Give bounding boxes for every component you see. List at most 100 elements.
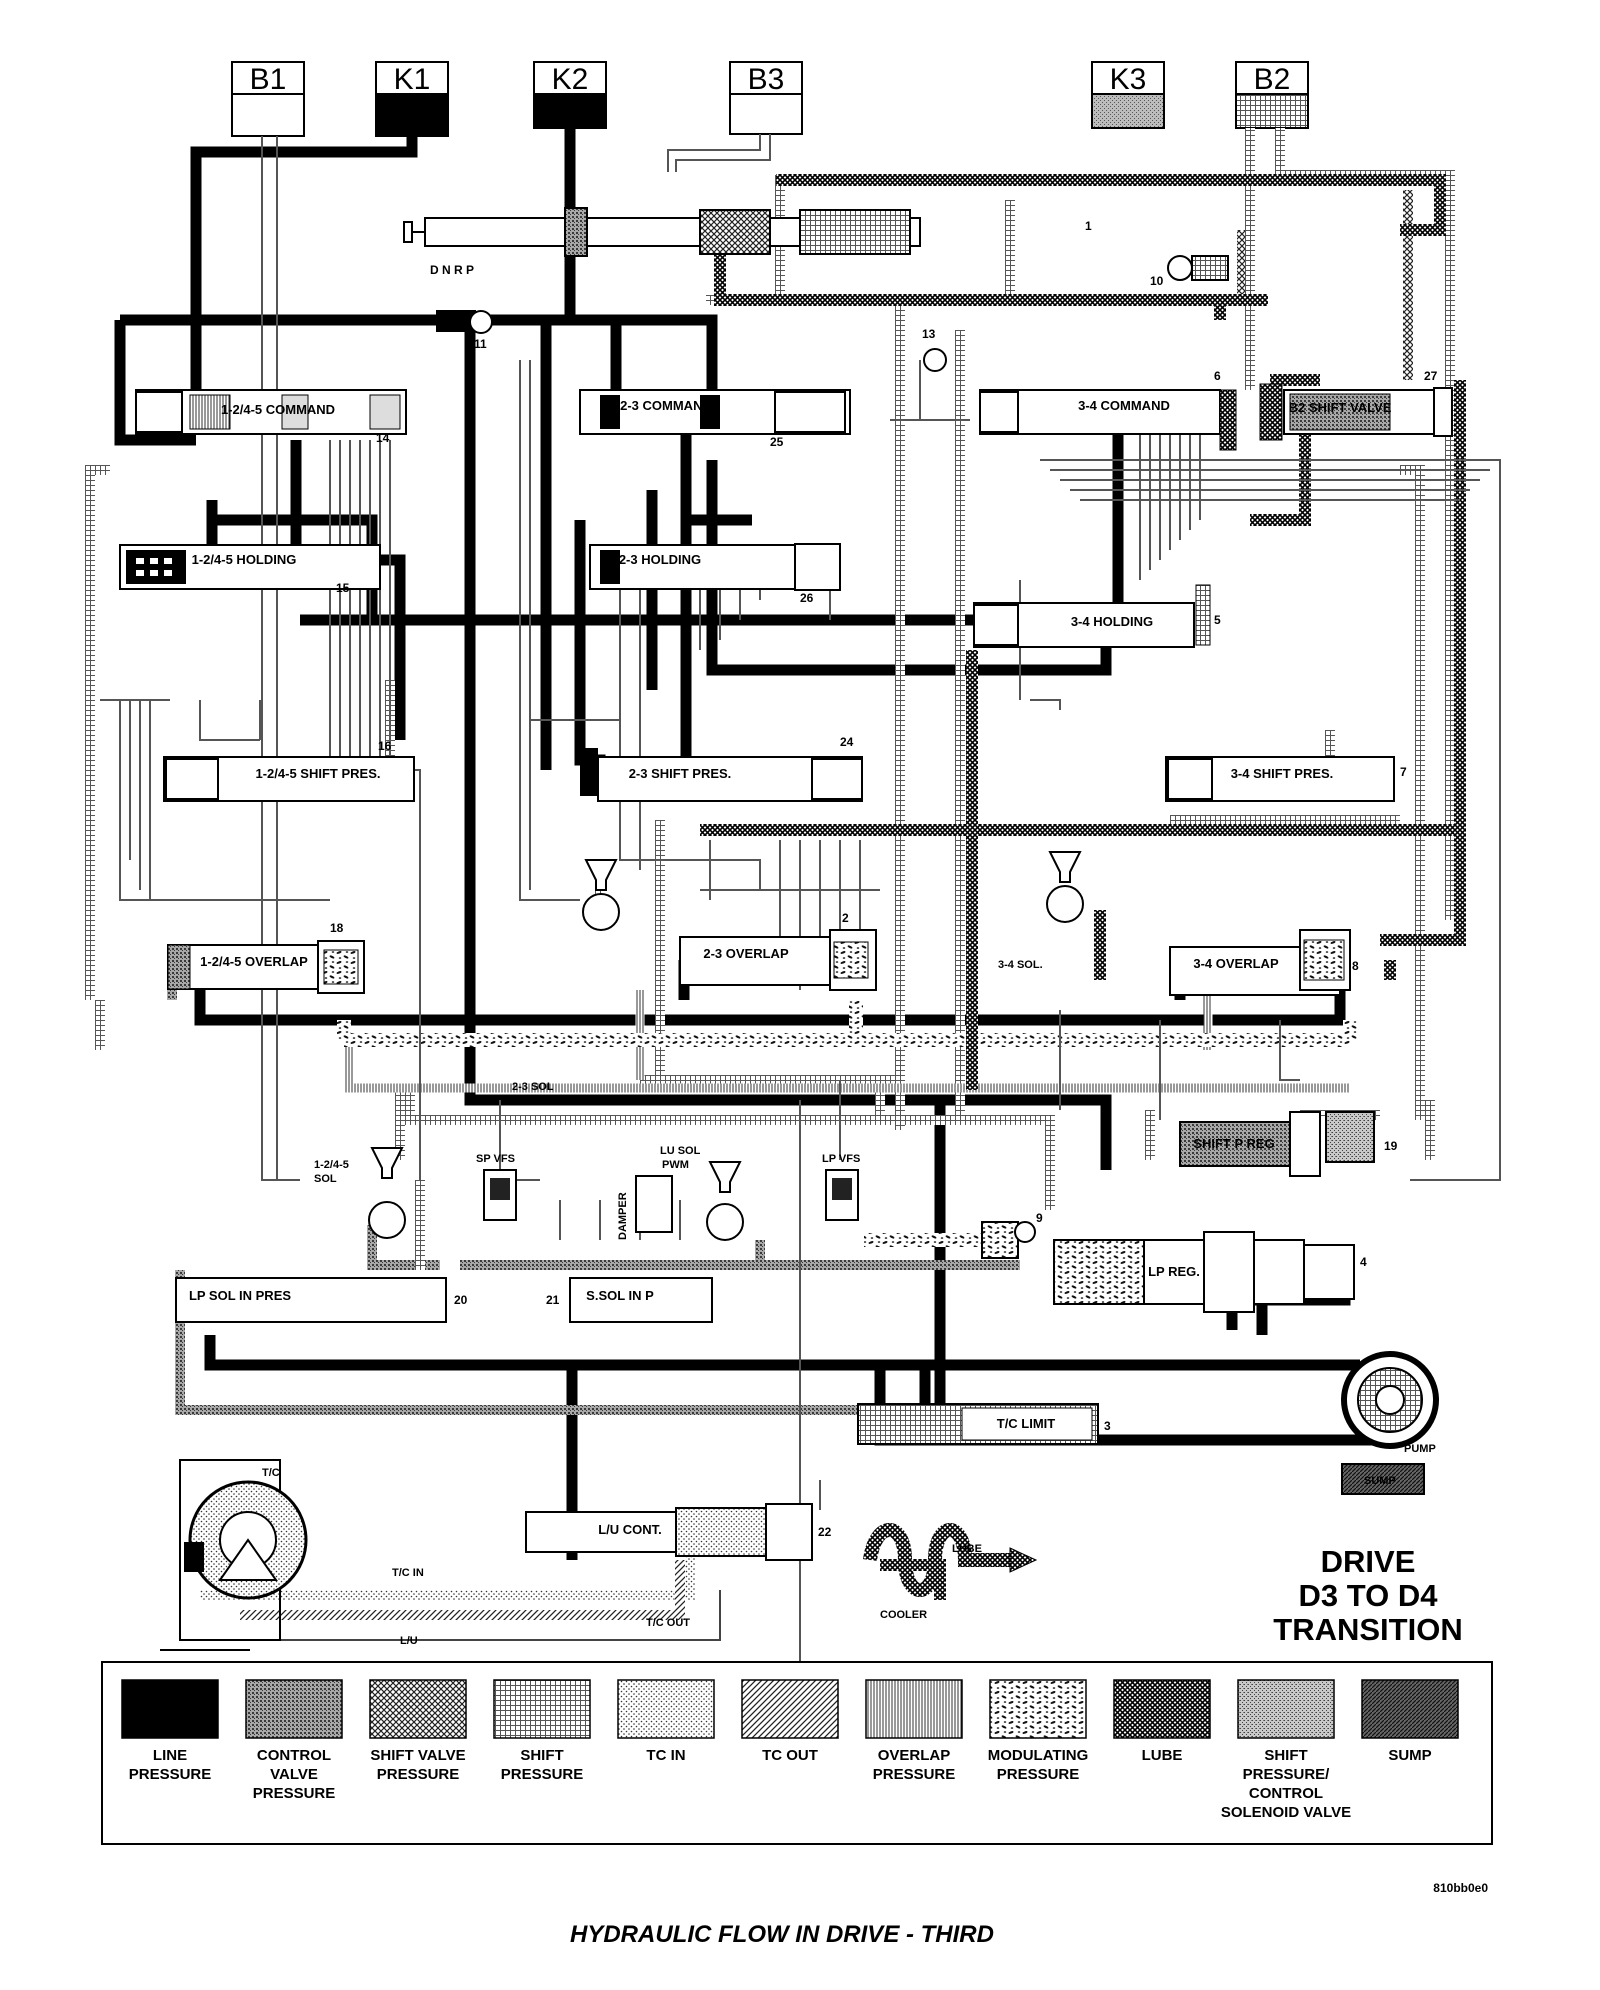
valve-1245-holding: 1-2/4-5 HOLDING xyxy=(119,544,381,590)
legend-swatch-shift xyxy=(493,1679,591,1739)
num-16: 16 xyxy=(378,739,392,753)
valve-34-command: 3-4 COMMAND xyxy=(979,389,1237,451)
label-pump: PUMP xyxy=(1404,1443,1436,1455)
damper xyxy=(635,1175,673,1233)
valve-1245-overlap: 1-2/4-5 OVERLAP xyxy=(167,940,365,994)
valve-34-overlap: 3-4 OVERLAP xyxy=(1169,929,1351,996)
clutch-b1: B1 xyxy=(231,61,305,137)
figure-code: 810bb0e0 xyxy=(1433,1881,1488,1895)
clutch-k2: K2 xyxy=(533,61,607,129)
valve-s-sol-in: S.SOL IN P xyxy=(569,1277,713,1323)
label-lu-sol-b: PWM xyxy=(662,1159,689,1171)
solenoid-23 xyxy=(582,859,620,931)
num-25: 25 xyxy=(770,435,784,449)
valve-s-sol-in-label: S.SOL IN P xyxy=(586,1288,654,1303)
label-tc-out: T/C OUT xyxy=(646,1617,690,1629)
line-pressure-passages xyxy=(114,128,1386,1560)
valve-lu-cont-label: L/U CONT. xyxy=(598,1522,662,1537)
valve-23-command: 2-3 COMMAND xyxy=(579,389,851,435)
figure-caption: HYDRAULIC FLOW IN DRIVE - THIRD xyxy=(570,1921,994,1948)
num-6: 6 xyxy=(1214,369,1221,383)
legend-label-overlap: OVERLAP xyxy=(878,1747,951,1764)
valve-1245-shift-pres: 1-2/4-5 SHIFT PRES. xyxy=(163,756,415,802)
title-line3: TRANSITION xyxy=(1273,1612,1462,1647)
num-11: 11 xyxy=(474,337,487,351)
valve-23-overlap: 2-3 OVERLAP xyxy=(679,929,877,991)
diagram-labels: 2-3 SOL 3-4 SOL. 1-2/4-5 SOL SP VFS LU S… xyxy=(262,219,1438,1647)
clutch-boxes: B1 K1 K2 B3 K3 B2 xyxy=(231,61,1309,137)
valve-lu-cont: L/U CONT. xyxy=(525,1503,813,1561)
clutch-k2-label: K2 xyxy=(552,63,589,96)
label-23-sol: 2-3 SOL xyxy=(512,1081,554,1093)
num-22: 22 xyxy=(818,1525,832,1539)
valve-tc-limit-label: T/C LIMIT xyxy=(997,1416,1056,1431)
solenoid-sp-vfs xyxy=(483,1169,517,1221)
pump xyxy=(1341,1351,1439,1495)
num-26: 26 xyxy=(800,591,814,605)
valve-34-overlap-label: 3-4 OVERLAP xyxy=(1193,956,1279,971)
label-tc: T/C xyxy=(262,1467,280,1479)
valve-1245-command: 1-2/4-5 COMMAND xyxy=(135,389,407,435)
num-5: 5 xyxy=(1214,613,1221,627)
valve-23-overlap-label: 2-3 OVERLAP xyxy=(703,946,789,961)
valve-34-command-label: 3-4 COMMAND xyxy=(1078,398,1170,413)
diagram-title: DRIVE D3 TO D4 TRANSITION xyxy=(1273,1544,1462,1647)
clutch-b3-label: B3 xyxy=(748,63,785,96)
legend-label-overlap: PRESSURE xyxy=(873,1766,956,1783)
title-line2: D3 TO D4 xyxy=(1299,1578,1439,1613)
legend-swatch-sump xyxy=(1361,1679,1459,1739)
label-lu: L/U xyxy=(400,1635,418,1647)
legend-label-control: PRESSURE xyxy=(253,1785,336,1802)
legend-swatch-overlap xyxy=(865,1679,963,1739)
num-8: 8 xyxy=(1352,959,1359,973)
clutch-k1-label: K1 xyxy=(394,63,431,96)
legend-label-spcs: SHIFT xyxy=(1264,1747,1307,1764)
valve-lp-reg-label: LP REG. xyxy=(1148,1264,1200,1279)
valve-b2-shift: B2 SHIFT VALVE xyxy=(1259,383,1453,441)
label-damper: DAMPER xyxy=(617,1192,629,1240)
label-34-sol: 3-4 SOL. xyxy=(998,959,1043,971)
label-lp-vfs: LP VFS xyxy=(822,1153,860,1165)
legend-label-control: CONTROL xyxy=(257,1747,331,1764)
legend-swatch-modulating xyxy=(989,1679,1087,1739)
check-ball-9 xyxy=(981,1221,1036,1259)
label-sp-vfs: SP VFS xyxy=(476,1153,515,1165)
num-10: 10 xyxy=(1150,274,1164,288)
clutch-b2: B2 xyxy=(1235,61,1309,129)
title-line1: DRIVE xyxy=(1321,1544,1416,1579)
legend-swatch-tcout xyxy=(741,1679,839,1739)
clutch-b2-label: B2 xyxy=(1254,63,1291,96)
clutch-k1: K1 xyxy=(375,61,449,137)
legend-label-line: PRESSURE xyxy=(129,1766,212,1783)
num-7: 7 xyxy=(1400,765,1407,779)
feed-lines xyxy=(100,134,1501,1700)
num-27: 27 xyxy=(1424,369,1438,383)
legend-label-shiftvalve: SHIFT VALVE xyxy=(370,1747,465,1764)
legend-swatch-tcin xyxy=(617,1679,715,1739)
valve-34-shift-pres: 3-4 SHIFT PRES. xyxy=(1165,756,1395,802)
valve-1245-holding-label: 1-2/4-5 HOLDING xyxy=(192,552,297,567)
valve-shift-p-reg-label: SHIFT P REG xyxy=(1193,1136,1274,1151)
label-1245-sol-b: SOL xyxy=(314,1173,337,1185)
legend-label-control: VALVE xyxy=(270,1766,318,1783)
valve-lp-sol-in-label: LP SOL IN PRES xyxy=(189,1288,291,1303)
legend-label-shiftvalve: PRESSURE xyxy=(377,1766,460,1783)
legend-label-modulating: PRESSURE xyxy=(997,1766,1080,1783)
cooler xyxy=(863,1523,1038,1597)
legend-label-lube: LUBE xyxy=(1142,1747,1183,1764)
valve-shift-p-reg: SHIFT P REG xyxy=(1179,1111,1375,1177)
check-ball-13 xyxy=(923,348,947,372)
valve-lp-sol-in: LP SOL IN PRES xyxy=(175,1277,447,1323)
solenoid-lp-vfs xyxy=(825,1169,859,1221)
num-14: 14 xyxy=(376,431,390,445)
manual-valve-positions: D N R P xyxy=(430,263,474,277)
num-18: 18 xyxy=(330,921,344,935)
legend-label-shift: PRESSURE xyxy=(501,1766,584,1783)
valve-b2-shift-label: B2 SHIFT VALVE xyxy=(1289,400,1392,415)
label-sump: SUMP xyxy=(1364,1475,1396,1487)
legend-label-tcout: TC OUT xyxy=(762,1747,818,1764)
clutch-k3: K3 xyxy=(1091,61,1165,129)
label-lu-sol-a: LU SOL xyxy=(660,1145,701,1157)
